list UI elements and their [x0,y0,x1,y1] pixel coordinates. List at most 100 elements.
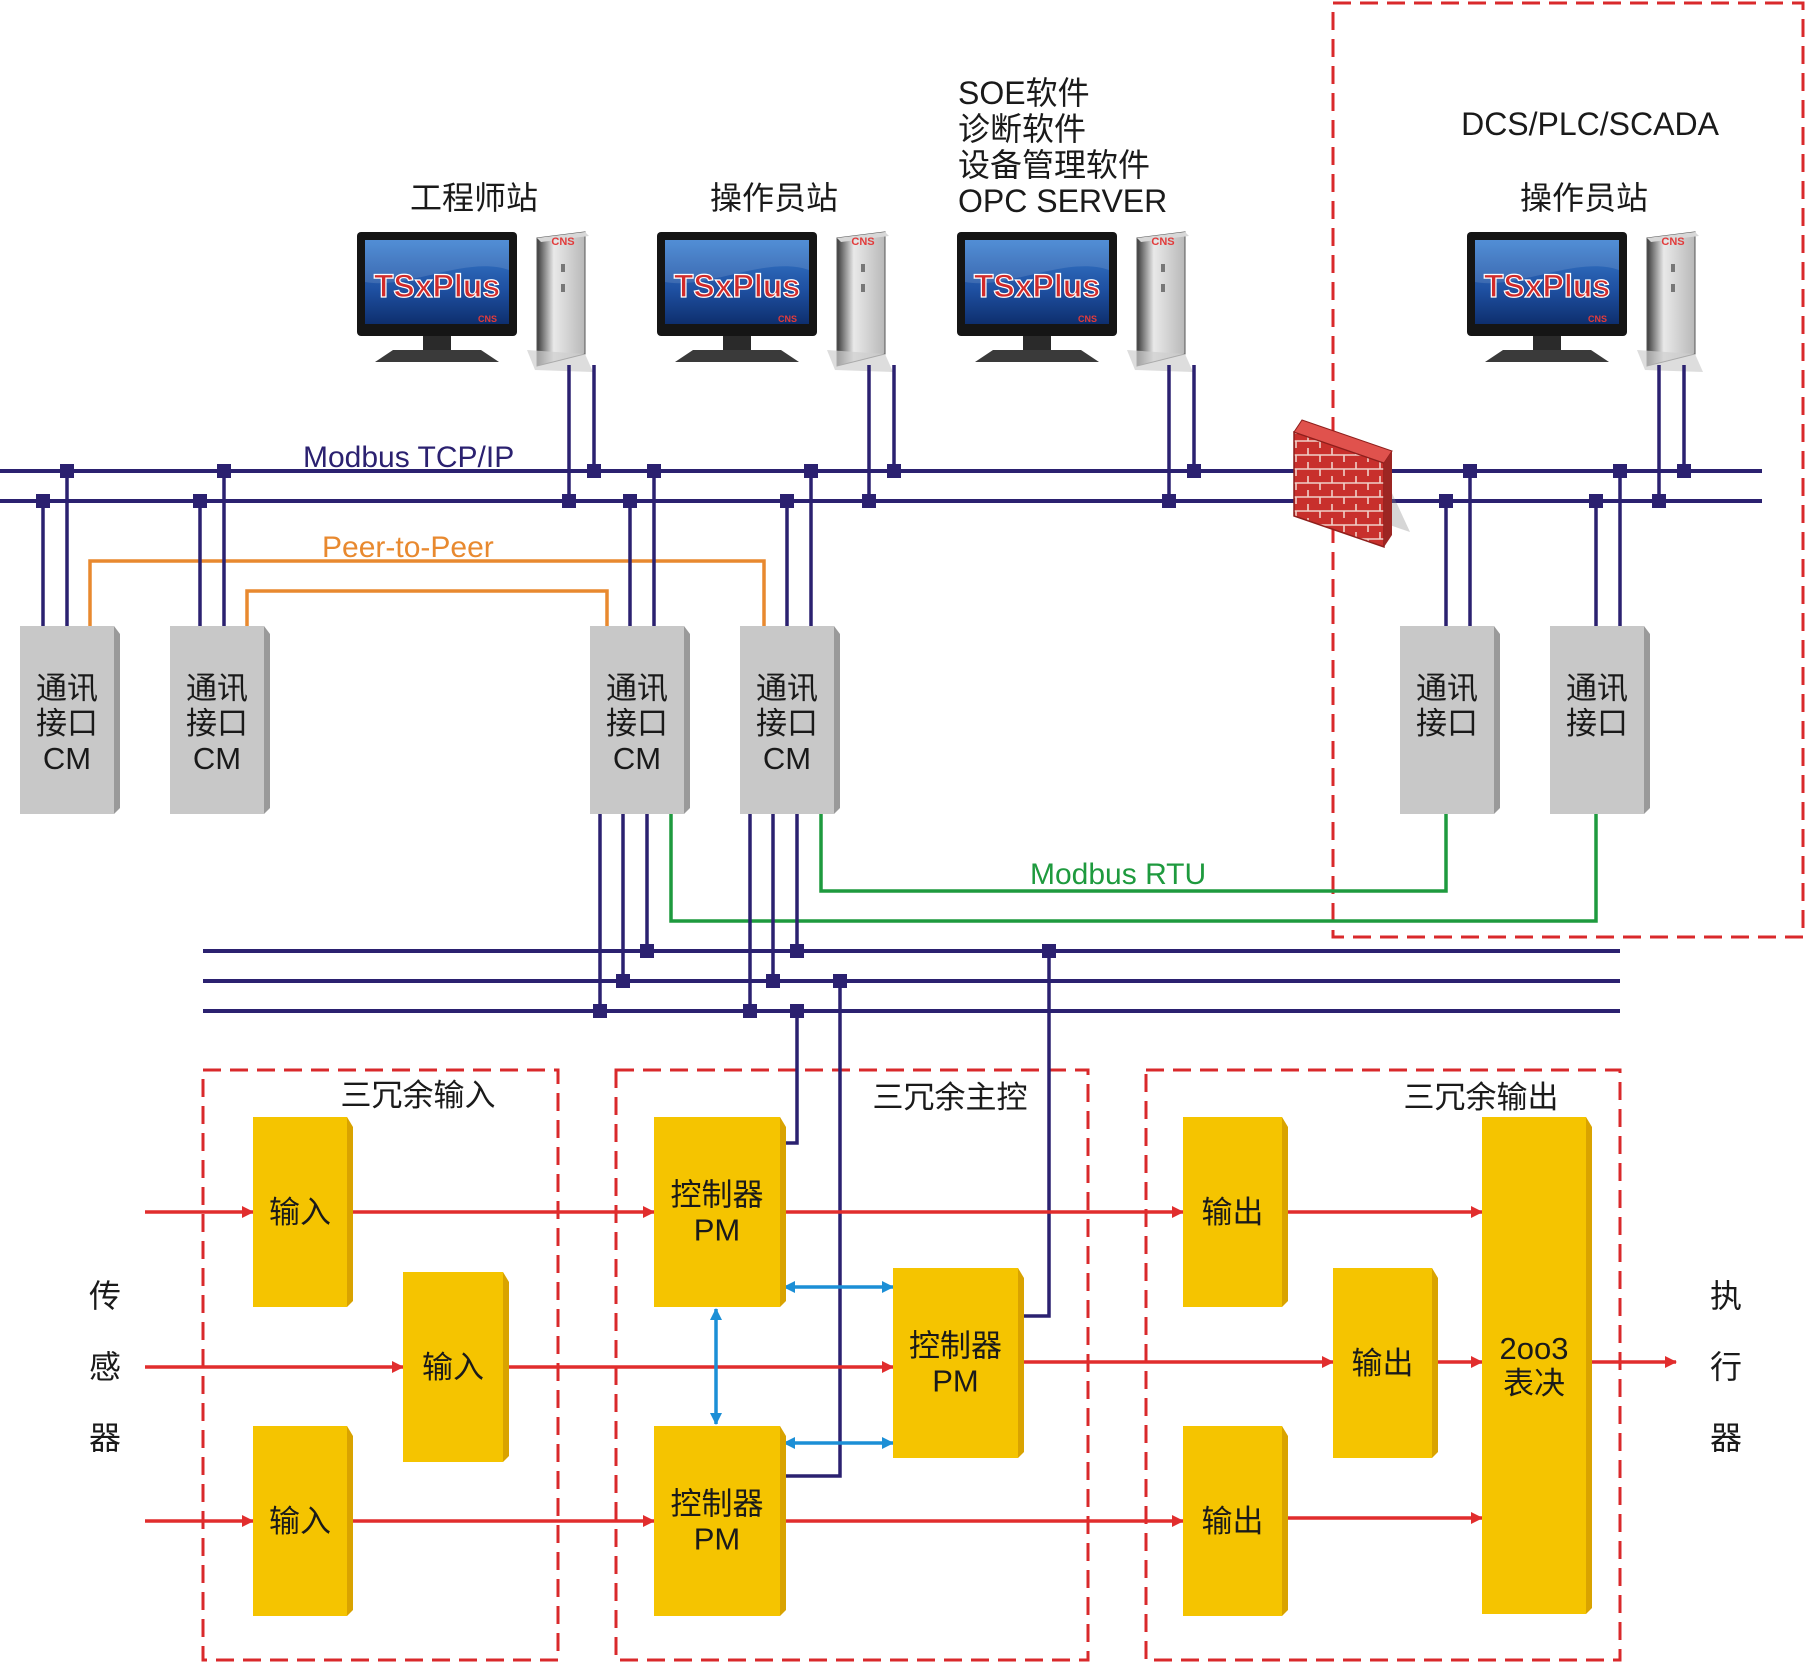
computers: TSxPlusCNSCNSTSxPlusCNSCNSTSxPlusCNSCNST… [357,231,1703,372]
actuator-label-3: 器 [1710,1420,1742,1456]
bus-junction [743,1004,757,1018]
modbus-rtu-label: Modbus RTU [1030,858,1206,891]
controller-sync-arrows [710,1281,894,1449]
cm-module-body [740,626,834,814]
bus-junction [780,494,794,508]
software-line-diagnostic: 诊断软件 [958,111,1086,147]
cm-label-line2: 接口 [756,706,818,741]
output-module-mid-label-1: 输出 [1352,1346,1414,1381]
operator-station-label: 操作员站 [710,180,838,216]
input-module-bot: 输入 [253,1426,353,1616]
controller-pm-top-label-2: PM [694,1213,741,1248]
engineer-station-tower-badge: CNS [551,236,574,248]
tmr-input-zone [201,1068,560,1662]
top-buses: Modbus TCP/IP [0,441,1762,503]
controller-pm-bot-body [654,1426,780,1616]
tcp-bus-label: Modbus TCP/IP [303,441,514,474]
output-module-top-body [1183,1117,1282,1307]
bus-junction [833,974,847,988]
external-operator-station-screen-brand: TSxPlus [1484,268,1610,304]
bus-junction [1439,494,1453,508]
bus-drop-lines [41,365,1686,1478]
bus-junction [1677,464,1691,478]
cm-module-body [20,626,114,814]
bus-junction [887,464,901,478]
controller-pm-top-body [654,1117,780,1307]
bus-junction [790,1004,804,1018]
voter-2oo3-label-2: 表决 [1503,1366,1565,1401]
input-module-bot-label-1: 输入 [269,1504,331,1539]
bus-junction [623,494,637,508]
peer-to-peer-label: Peer-to-Peer [322,531,494,564]
bus-junction [1187,464,1201,478]
external-operator-station-tower-badge: CNS [1661,236,1684,248]
cm-label-line3: CM [43,741,91,776]
bus-junction [60,464,74,478]
cm-label-line1: 通讯 [606,671,668,706]
output-module-bot-label-1: 输出 [1202,1504,1264,1539]
engineer-station-label: 工程师站 [410,180,538,216]
cm-label-line1: 通讯 [756,671,818,706]
voter-2oo3-body [1482,1117,1586,1614]
cm-label-line2: 接口 [606,706,668,741]
voter-2oo3-label-1: 2oo3 [1500,1331,1569,1366]
software-line-soe: SOE软件 [958,75,1090,111]
cm-module-body [1400,626,1494,814]
bus-junction [640,944,654,958]
cm-label-line1: 通讯 [1566,671,1628,706]
input-module-mid: 输入 [403,1272,509,1462]
bus-junction [562,494,576,508]
cm-module-body [590,626,684,814]
operator-station-screen-badge: CNS [778,314,797,324]
cm-label-line3: CM [613,741,661,776]
zones: 三冗余输入 三冗余主控 三冗余输出 DCS/PLC/SCADA [201,1,1805,1662]
cm-label-line2: 接口 [1416,706,1478,741]
modbus-rtu-links: Modbus RTU [669,814,1598,923]
cm-label-line1: 通讯 [36,671,98,706]
zone-title-input: 三冗余输入 [341,1078,496,1113]
bus-junction [1613,464,1627,478]
bus-junction [804,464,818,478]
zone-title-main: 三冗余主控 [873,1080,1028,1115]
output-module-top: 输出 [1183,1117,1288,1307]
bus-junction [1162,494,1176,508]
output-module-mid-body [1333,1268,1432,1458]
input-module-top-label-1: 输入 [269,1195,331,1230]
output-module-mid: 输出 [1333,1268,1438,1458]
bus-junction [647,464,661,478]
sensor-label-3: 器 [89,1420,121,1456]
firewall-icon [1293,419,1410,549]
controller-pm-top-label-1: 控制器 [671,1178,764,1213]
bus-junction [217,464,231,478]
cm-label-line3: CM [193,741,241,776]
bus-junctions [36,464,1691,1018]
server-station-screen-brand: TSxPlus [974,268,1100,304]
cm-label-line1: 通讯 [186,671,248,706]
actuator-label-1: 执 [1710,1278,1742,1314]
cm-label-line2: 接口 [186,706,248,741]
cm-module-body [170,626,264,814]
input-module-mid-label-1: 输入 [422,1350,484,1385]
cm-label-line2: 接口 [1566,706,1628,741]
external-operator-station-screen-badge: CNS [1588,314,1607,324]
bus-junction [1589,494,1603,508]
signal-arrows [145,1206,1677,1527]
bus-junction [790,944,804,958]
bus-junction [1463,464,1477,478]
controller-pm-bot-label-2: PM [694,1522,741,1557]
peer-to-peer-links: Peer-to-Peer [88,531,766,626]
rtu-link-upper [819,814,1448,893]
cm-module-body [1550,626,1644,814]
